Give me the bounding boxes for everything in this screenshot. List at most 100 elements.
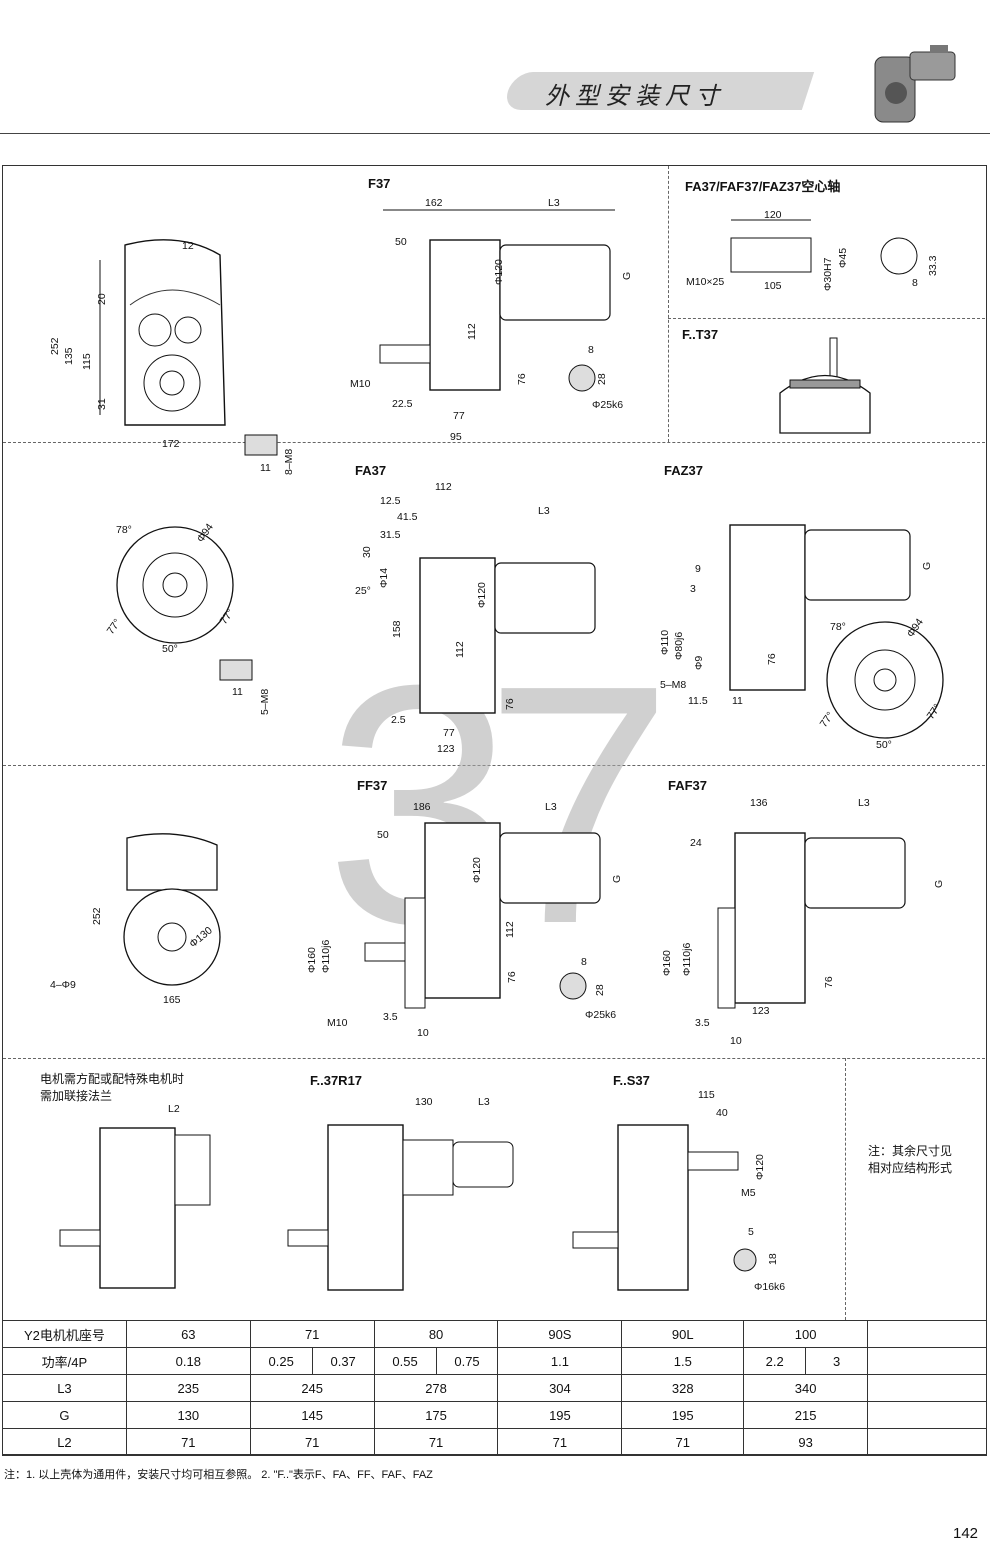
divider: [3, 1058, 985, 1059]
divider: [845, 1058, 846, 1320]
dim-l3-fa37: L3: [538, 505, 550, 517]
dim-phi110: Φ110: [659, 630, 671, 655]
dim-l3-ff37: L3: [545, 801, 557, 813]
dim-12-5: 12.5: [380, 495, 401, 507]
dim-112-ff37: 112: [504, 921, 516, 938]
table-cell: 340: [743, 1374, 869, 1402]
row-label: L2: [2, 1428, 127, 1456]
dim-136: 136: [750, 797, 768, 809]
ft37-view: [779, 337, 871, 434]
dim-20: 20: [96, 293, 108, 305]
dim-3-5-faf37: 3.5: [695, 1017, 710, 1029]
dim-5-m8-faz37: 5–M8: [660, 679, 686, 691]
dim-123-faf37: 123: [752, 1005, 770, 1017]
table-cell: 1.5: [621, 1347, 745, 1375]
dim-phi120: Φ120: [493, 259, 505, 285]
dim-4-phi9: 4–Φ9: [50, 979, 76, 991]
table-cell: 0.18: [125, 1347, 251, 1375]
dim-77deg-left: 77°: [105, 617, 124, 637]
divider: [668, 166, 669, 442]
section-label-faf37: FAF37: [668, 778, 708, 793]
dim-77: 77: [453, 410, 465, 422]
table-cell: 71: [249, 1320, 375, 1348]
dim-phi80j6: Φ80j6: [673, 632, 685, 660]
header-rule: [0, 133, 990, 134]
dim-31-5: 31.5: [380, 529, 401, 541]
dim-130: 130: [415, 1096, 433, 1108]
dim-phi16k6: Φ16k6: [754, 1281, 785, 1293]
dim-g-faz37: G: [921, 562, 933, 570]
f37-front-view: 12 20 252 135 115 31 172 11 8–M8: [49, 239, 295, 475]
f37r17-view: 130 L3: [287, 1096, 514, 1291]
page-number: 142: [953, 1525, 979, 1542]
motor-flange-note: 电机需方配或配特殊电机时 需加联接法兰: [40, 1071, 184, 1105]
dim-12: 12: [182, 240, 194, 252]
table-cell: 195: [621, 1401, 745, 1429]
dim-phi25k6: Φ25k6: [592, 399, 623, 411]
dim-phi9: Φ9: [693, 656, 705, 670]
table-cell: 71: [373, 1428, 499, 1456]
faf37-view: 136 L3 24 G Φ160 Φ110j6 76 123 3.5 10: [661, 797, 945, 1047]
motor-flange-view: L2: [59, 1103, 211, 1289]
dim-11: 11: [260, 462, 271, 474]
ff37-front-view: 252 Φ130 4–Φ9 165: [50, 833, 221, 1006]
dim-77deg-faz37-left: 77°: [818, 710, 837, 730]
dim-10-faf37: 10: [730, 1035, 742, 1047]
dim-m10x25: M10×25: [686, 276, 724, 288]
dim-m5: M5: [741, 1187, 756, 1199]
note-line: 需加联接法兰: [40, 1089, 113, 1103]
faz37-view: G 9 3 Φ110 Φ80j6 Φ9 76 5–M8 11.5 11 78° …: [659, 524, 944, 751]
table-cell: 145: [249, 1401, 375, 1429]
dim-76-faf37: 76: [823, 976, 835, 988]
table-cell: 245: [249, 1374, 375, 1402]
dim-115-s37: 115: [698, 1089, 715, 1101]
dim-g-faf37: G: [933, 880, 945, 888]
table-cell: 93: [743, 1428, 869, 1456]
ff37-side-view: 186 L3 50 Φ120 G Φ160 Φ110j6 112 76 8 28…: [306, 801, 623, 1039]
dim-2-5: 2.5: [391, 714, 406, 726]
section-label-ff37: FF37: [357, 778, 388, 793]
dim-120: 120: [764, 209, 782, 221]
dim-50deg-faz37: 50°: [876, 739, 892, 751]
divider: [3, 442, 985, 443]
dim-phi120-s37: Φ120: [754, 1154, 766, 1180]
dim-18: 18: [767, 1253, 779, 1265]
table-cell: 71: [621, 1428, 745, 1456]
note-line: 注：其余尺寸见: [868, 1144, 953, 1158]
table-cell: 90S: [497, 1320, 623, 1348]
fs37-view: 115 40 Φ120 M5 5 18 Φ16k6: [572, 1089, 785, 1293]
dim-172: 172: [162, 438, 180, 450]
table-cell: 0.25: [249, 1347, 313, 1375]
other-dimensions-note: 注：其余尺寸见 相对应结构形式: [868, 1143, 952, 1177]
dim-8-ff37: 8: [581, 956, 587, 968]
section-label-hollow-shaft: FA37/FAF37/FAZ37空心轴: [685, 179, 841, 194]
dim-76-fa37: 76: [504, 698, 516, 710]
fa37-side-view: 112 12.5 41.5 L3 31.5 30 25° Φ14 Φ120 15…: [355, 481, 596, 755]
dim-252: 252: [49, 337, 61, 355]
table-cell: 195: [497, 1401, 623, 1429]
dim-33-3: 33.3: [927, 255, 939, 276]
gearbox-thumbnail: [874, 45, 956, 123]
dim-186: 186: [413, 801, 431, 813]
table-cell-empty: [867, 1428, 987, 1456]
dim-112-fa37: 112: [454, 641, 466, 658]
table-cell: 130: [125, 1401, 251, 1429]
hollow-shaft-view: 120 M10×25 105 Φ30H7 Φ45 33.3 8: [686, 209, 939, 292]
dim-76-ff37: 76: [506, 971, 518, 983]
dim-78deg-faz37: 78°: [830, 621, 846, 633]
table-cell: 71: [249, 1428, 375, 1456]
dim-phi110j6-faf37: Φ110j6: [681, 943, 693, 976]
table-cell: 63: [125, 1320, 251, 1348]
table-cell: 235: [125, 1374, 251, 1402]
dim-l3-r17: L3: [478, 1096, 490, 1108]
dim-78deg: 78°: [116, 524, 132, 536]
table-cell: 0.75: [435, 1347, 499, 1375]
dim-77-fa37: 77: [443, 727, 455, 739]
dim-158: 158: [391, 620, 403, 638]
dim-l3: L3: [548, 197, 560, 209]
dim-115: 115: [81, 353, 93, 370]
row-label: G: [2, 1401, 127, 1429]
section-label-faz37: FAZ37: [664, 463, 704, 478]
